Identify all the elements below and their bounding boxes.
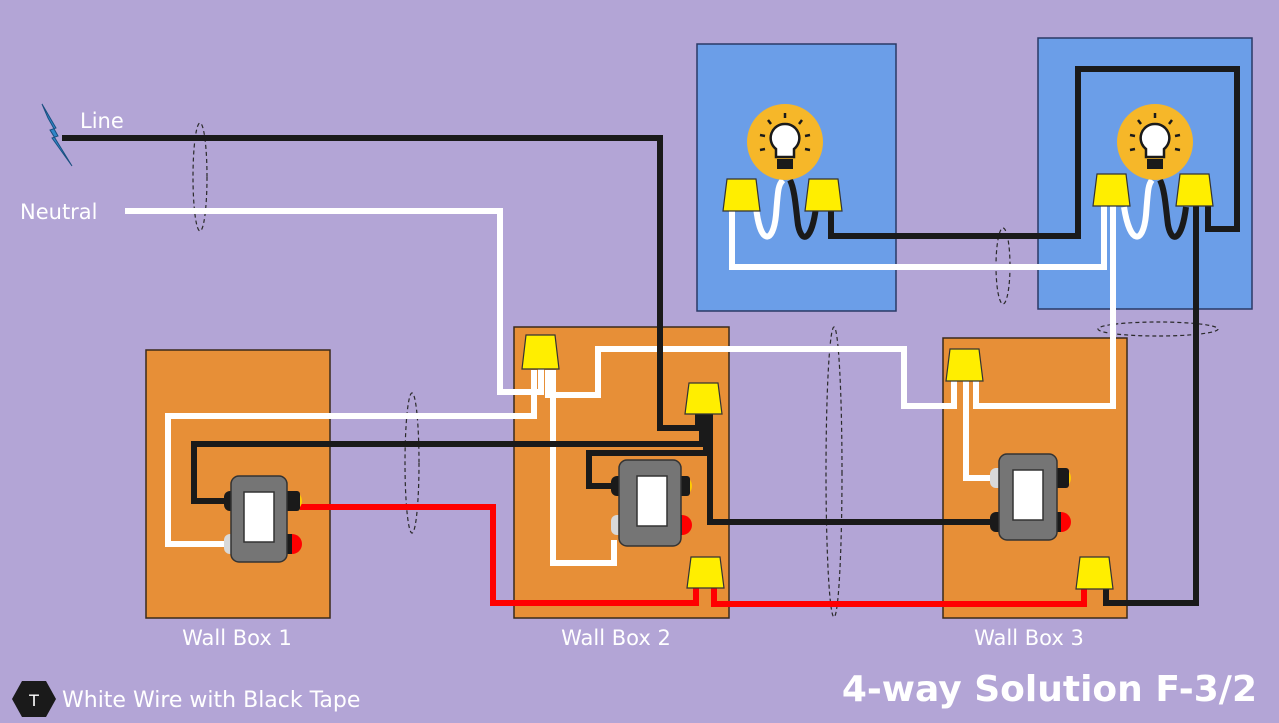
diagram-title: 4-way Solution F-3/2 — [842, 669, 1257, 710]
wire-nuts — [521, 173, 1214, 590]
neutral-line-wire — [125, 208, 544, 395]
wire-nut-icon — [722, 178, 761, 212]
bulb-leads — [753, 177, 1189, 240]
wb2-white-wire — [550, 370, 617, 566]
legend-badge-text: T — [28, 691, 39, 710]
wire-nut-icon — [684, 382, 723, 415]
traveler-wires — [300, 504, 1087, 607]
switch-icon — [611, 459, 692, 547]
wall-box-2-label: Wall Box 2 — [561, 626, 671, 650]
lightbox-white-wire — [729, 205, 1107, 270]
wall-box-3-label: Wall Box 3 — [974, 626, 1084, 650]
line-label: Line — [80, 109, 124, 133]
wire-nut-icon — [1075, 556, 1114, 590]
lightbox2-wb3-black-wire — [1103, 205, 1199, 606]
wire-nut-icon — [686, 556, 725, 589]
switch-icon — [224, 475, 302, 563]
wb1-black-wire — [191, 414, 705, 504]
wall-box-1-label: Wall Box 1 — [182, 626, 292, 650]
wb1-wb2-red-wire — [300, 504, 699, 606]
wire-nut-icon — [1175, 173, 1214, 207]
line-hot-wire — [62, 135, 701, 431]
wb2-wb3-white-wire — [545, 346, 957, 409]
switch-icon — [990, 453, 1071, 541]
wire-nut-icon — [804, 178, 843, 212]
legend-text: White Wire with Black Tape — [62, 688, 360, 713]
wire-nut-icon — [1092, 173, 1131, 207]
hot-wires — [62, 66, 1240, 606]
wb3-lightbox2-white-wire — [973, 205, 1116, 409]
legend: T White Wire with Black Tape — [12, 681, 360, 717]
tape-badge-icon — [12, 681, 56, 717]
wb2-wb3-black-wire — [707, 414, 999, 525]
wire-nut-icon — [521, 334, 560, 370]
wire-nut-icon — [945, 348, 984, 382]
wb1-white-wire — [165, 370, 537, 547]
neutral-label: Neutral — [20, 200, 98, 224]
light-bulb-icon — [747, 104, 823, 180]
wb3-white-wire — [963, 380, 999, 481]
switched-black-wire — [828, 66, 1240, 239]
neutral-wires — [125, 205, 1116, 566]
wb2-wb3-red-wire — [711, 588, 1087, 607]
light-bulb-icon — [1117, 104, 1193, 180]
wb2-black-wire — [586, 414, 709, 489]
lightning-bolt-icon — [41, 103, 73, 167]
